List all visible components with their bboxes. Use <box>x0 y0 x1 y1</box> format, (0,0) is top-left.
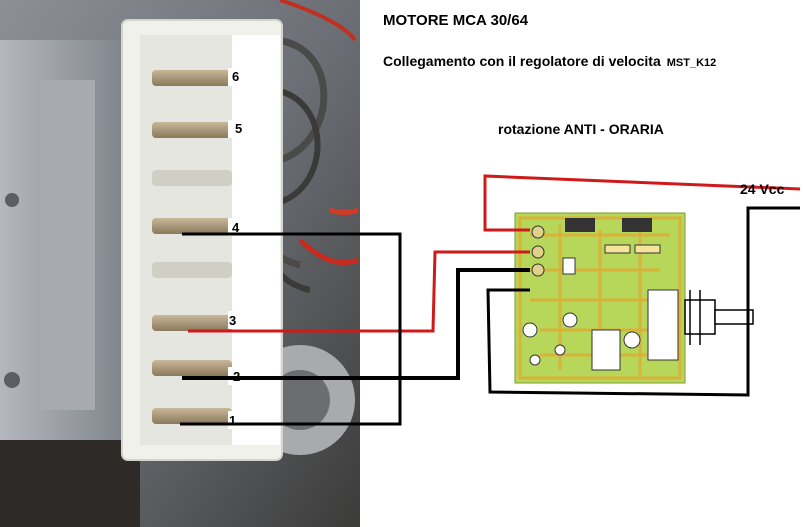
pin-label-1: 1 <box>229 413 237 428</box>
heatsink-right <box>622 218 652 232</box>
voltage-label: 24 Vcc <box>740 181 785 197</box>
wire-pin3-red <box>188 250 530 333</box>
diagram-title: MOTORE MCA 30/64 <box>383 12 529 29</box>
speed-controller-pcb <box>514 212 686 384</box>
wire-supply-red <box>483 174 801 232</box>
pin-label-6: 6 <box>232 69 240 84</box>
pin-label-4: 4 <box>232 220 240 235</box>
subtitle-text: Collegamento con il regolatore di veloci… <box>383 53 661 69</box>
wire-pin4-pin1-black <box>180 232 402 426</box>
motor-photo <box>0 0 360 527</box>
pin-label-5: 5 <box>235 121 243 136</box>
bracket-screw <box>4 372 20 388</box>
potentiometer <box>684 290 754 345</box>
wire-pin2-black <box>182 268 530 380</box>
heatsink-left <box>565 218 595 232</box>
wire-supply-black <box>486 206 800 397</box>
pin-label-2: 2 <box>233 369 241 384</box>
diagram-subtitle: Collegamento con il regolatore di veloci… <box>383 53 716 69</box>
connector-terminals <box>152 70 232 424</box>
wires <box>180 174 801 426</box>
pcb-ic <box>591 329 621 371</box>
pin-label-3: 3 <box>229 313 237 328</box>
rotation-label: rotazione ANTI - ORARIA <box>498 121 664 137</box>
controller-model: MST_K12 <box>666 57 717 69</box>
